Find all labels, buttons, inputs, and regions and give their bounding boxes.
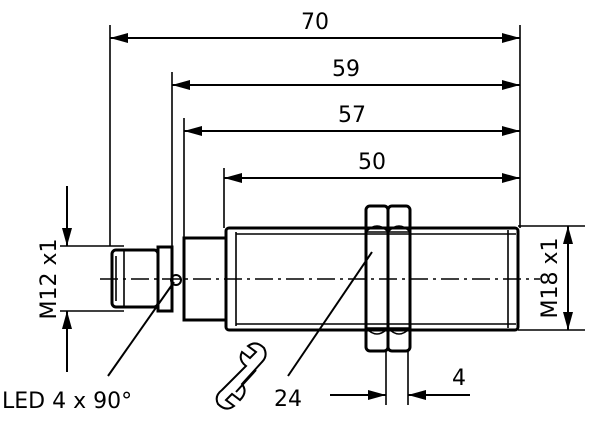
led-window <box>170 274 182 286</box>
dimension-4-label: 4 <box>452 366 466 391</box>
thread-m12-label: M12 x1 <box>37 239 62 320</box>
dimension-4: 4 <box>330 366 470 400</box>
dimension-59-label: 59 <box>332 57 360 82</box>
dimension-70-label: 70 <box>301 10 329 35</box>
wrench-callout: 24 <box>215 251 373 412</box>
dimension-57: 57 <box>184 103 520 136</box>
thread-m18-label: M18 x1 <box>538 238 563 319</box>
dimension-57-label: 57 <box>338 103 366 128</box>
dimension-m18: M18 x1 <box>538 226 573 330</box>
sensor-body <box>100 204 540 353</box>
dimension-m12: M12 x1 <box>37 186 72 372</box>
dimension-59: 59 <box>172 57 520 90</box>
wrench-size-label: 24 <box>274 387 302 412</box>
dimension-50: 50 <box>224 150 520 183</box>
dimension-50-label: 50 <box>358 150 386 175</box>
wrench-icon <box>215 342 267 410</box>
led-callout: LED 4 x 90° <box>2 281 175 414</box>
dimension-70: 70 <box>110 10 520 43</box>
led-note-label: LED 4 x 90° <box>2 389 132 414</box>
extension-lines <box>60 25 585 405</box>
